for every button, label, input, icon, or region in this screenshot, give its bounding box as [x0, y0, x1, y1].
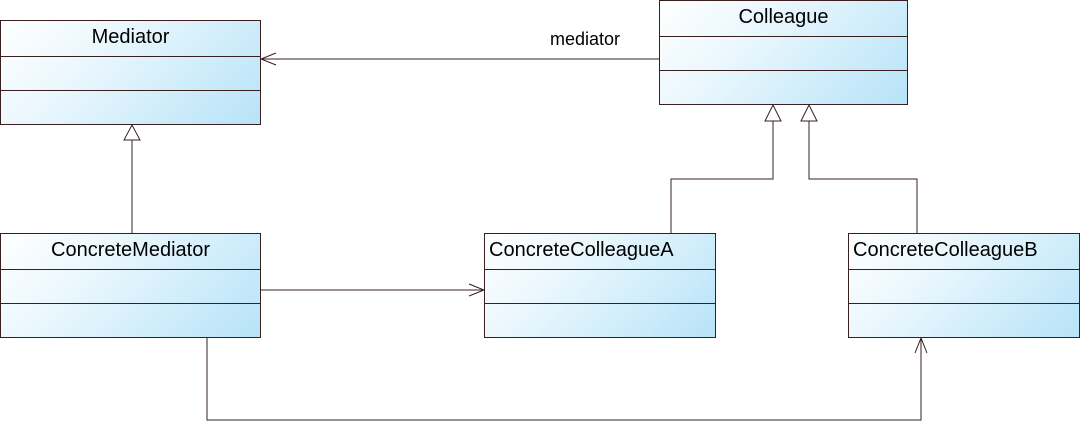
class-concrete-mediator[interactable]: ConcreteMediator [0, 233, 261, 338]
attributes-compartment-concrete-colleague-a [485, 269, 715, 304]
operations-compartment-concrete-mediator [1, 303, 260, 337]
generalization-concrete-colleague-a [670, 121, 774, 233]
operations-compartment-mediator [1, 90, 260, 124]
attributes-compartment-colleague [660, 36, 907, 71]
class-concrete-colleague-b[interactable]: ConcreteColleagueB [848, 233, 1080, 338]
attributes-compartment-concrete-mediator [1, 269, 260, 304]
association-arrowhead-colleague-b [914, 336, 928, 354]
association-concrete-mediator-colleague-b [206, 338, 922, 421]
association-arrowhead-mediator [259, 52, 277, 66]
generalization-triangle-mediator [123, 123, 141, 141]
class-mediator[interactable]: Mediator [0, 20, 261, 125]
operations-compartment-colleague [660, 70, 907, 104]
operations-compartment-concrete-colleague-a [485, 303, 715, 337]
class-name-concrete-colleague-a: ConcreteColleagueA [485, 234, 715, 270]
class-name-mediator: Mediator [1, 21, 260, 57]
attributes-compartment-concrete-colleague-b [849, 269, 1079, 304]
class-concrete-colleague-a[interactable]: ConcreteColleagueA [484, 233, 716, 338]
class-name-concrete-mediator: ConcreteMediator [1, 234, 260, 270]
operations-compartment-concrete-colleague-b [849, 303, 1079, 337]
generalization-triangle-colleague-a [764, 103, 782, 122]
generalization-triangle-colleague-b [800, 103, 818, 122]
class-colleague[interactable]: Colleague [659, 0, 908, 105]
class-name-concrete-colleague-b: ConcreteColleagueB [849, 234, 1079, 270]
association-role-label: mediator [550, 29, 621, 49]
generalization-concrete-colleague-b [808, 121, 918, 233]
attributes-compartment-mediator [1, 56, 260, 91]
class-name-colleague: Colleague [660, 1, 907, 37]
